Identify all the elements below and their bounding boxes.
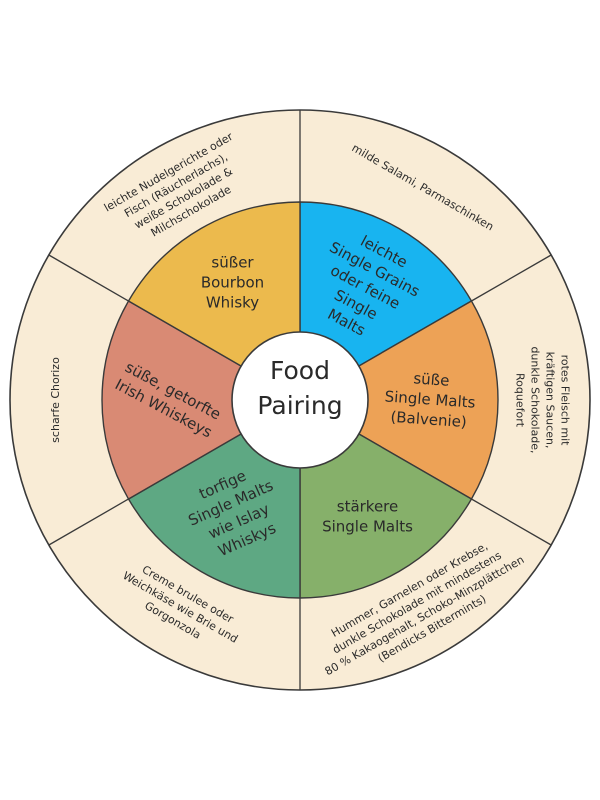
center-circle: [231, 331, 369, 469]
inner-segment-5: [101, 300, 301, 500]
food-label-3-line-4: Roquefort: [514, 373, 527, 428]
whisky-label-6-line-1: süßer: [211, 254, 254, 272]
food-label-6-group: scharfe Chorizo: [49, 357, 62, 443]
outer-divider-1: [48, 254, 129, 302]
center-title-line1: Food: [270, 356, 330, 385]
whisky-label-2-line-1: süße: [413, 369, 450, 389]
outer-divider-6: [48, 498, 129, 546]
food-label-3-line-1: rotes Fleisch mit: [559, 355, 572, 447]
whisky-label-3-line-1: stärkere: [337, 497, 399, 515]
outer-divider-4: [471, 498, 552, 546]
whisky-label-2-line-3: (Balvenie): [390, 408, 467, 431]
food-label-3-line-2: kräftigen Saucen,: [544, 352, 557, 449]
whisky-label-6-line-2: Bourbon: [201, 274, 264, 292]
whisky-label-3-line-2: Single Malts: [322, 517, 413, 535]
food-label-3-line-3: dunkle Schokolade,: [529, 346, 542, 453]
inner-segment-2: [299, 300, 499, 500]
food-label-6-line-1: scharfe Chorizo: [49, 357, 62, 443]
outer-divider-3: [471, 254, 552, 302]
whisky-label-6-line-3: Whisky: [206, 294, 259, 312]
center-title-line2: Pairing: [257, 391, 342, 420]
ring-dividers: [48, 110, 552, 690]
